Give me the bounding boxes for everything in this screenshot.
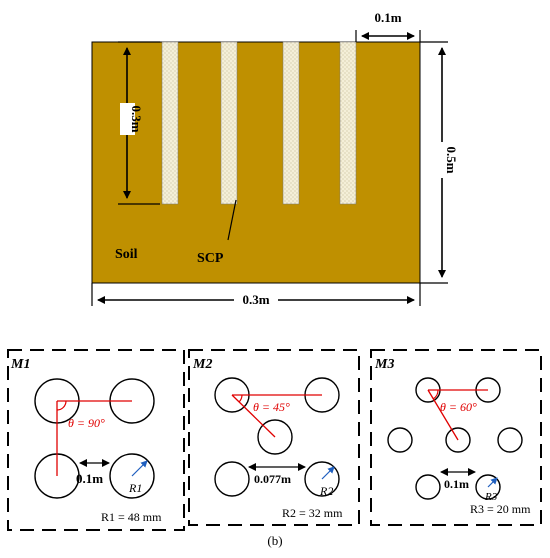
sand-compaction-pile-4	[339, 41, 357, 205]
pile-circle	[475, 474, 501, 500]
angle-label: θ = 45°	[253, 400, 290, 414]
pile-length-label: 0.3m	[129, 105, 144, 132]
pile-circle	[415, 474, 441, 500]
panel-m2: M2 θ = 45° 0.077m R2 R2 = 32 mm	[188, 349, 360, 526]
radius-arrow	[487, 477, 498, 488]
radius-label: R2	[319, 484, 333, 498]
angle-arc	[432, 389, 439, 400]
soil-width-label-bg	[234, 291, 278, 307]
pile-length-label-bg	[120, 103, 135, 135]
sand-compaction-pile-2	[220, 41, 238, 205]
panel-m1-title: M1	[10, 357, 30, 372]
radius-label: R3	[484, 491, 498, 503]
radius-caption: R1 = 48 mm	[101, 510, 162, 524]
pile-circle	[257, 419, 293, 455]
spacing-label: 0.1m	[444, 477, 469, 491]
radius-arrow	[321, 466, 335, 480]
radius-label: R1	[128, 481, 142, 495]
pile-circle	[214, 461, 250, 497]
sand-compaction-pile-3	[282, 41, 300, 205]
spacing-label: 0.077m	[254, 472, 291, 486]
pile-circle	[304, 461, 340, 497]
pile-spacing-label: 0.1m	[374, 10, 401, 25]
pile-circle	[387, 427, 413, 453]
angle-arc	[238, 394, 243, 403]
scp-label: SCP	[197, 251, 224, 266]
soil-label: Soil	[115, 247, 138, 262]
soil-width-label: 0.3m	[242, 292, 269, 307]
radius-arrow	[131, 460, 148, 477]
soil-cross-section: 0.3m 0.1m 0.5m 0.3m Soil SCP	[91, 10, 459, 307]
spacing-label: 0.1m	[76, 471, 103, 486]
radius-caption: R3 = 20 mm	[470, 502, 531, 516]
soil-height-label-bg	[435, 142, 450, 178]
pile-circle	[497, 427, 523, 453]
soil-height-label: 0.5m	[444, 146, 459, 173]
radius-caption: R2 = 32 mm	[282, 506, 343, 520]
panel-m1: M1 θ = 90° 0.1m R1 R1 = 48 mm	[7, 349, 185, 531]
panel-m3: M3 θ = 60° 0.1m R3 R3 = 20 mm	[370, 349, 542, 526]
panel-m3-title: M3	[374, 357, 394, 372]
angle-label: θ = 60°	[440, 400, 477, 414]
scp-leader-line	[227, 199, 237, 241]
figure-caption: (b)	[267, 533, 282, 548]
pile-circle	[109, 453, 155, 499]
angle-ray-diagonal	[427, 389, 459, 441]
panel-m3-frame	[370, 349, 542, 526]
sand-compaction-pile-1	[161, 41, 179, 205]
panel-m2-frame	[188, 349, 360, 526]
soil-block	[91, 41, 421, 284]
pile-circle	[445, 427, 471, 453]
angle-label: θ = 90°	[68, 416, 105, 430]
panel-m2-title: M2	[192, 357, 212, 372]
angle-arc	[56, 400, 67, 411]
panel-m1-frame	[7, 349, 185, 531]
